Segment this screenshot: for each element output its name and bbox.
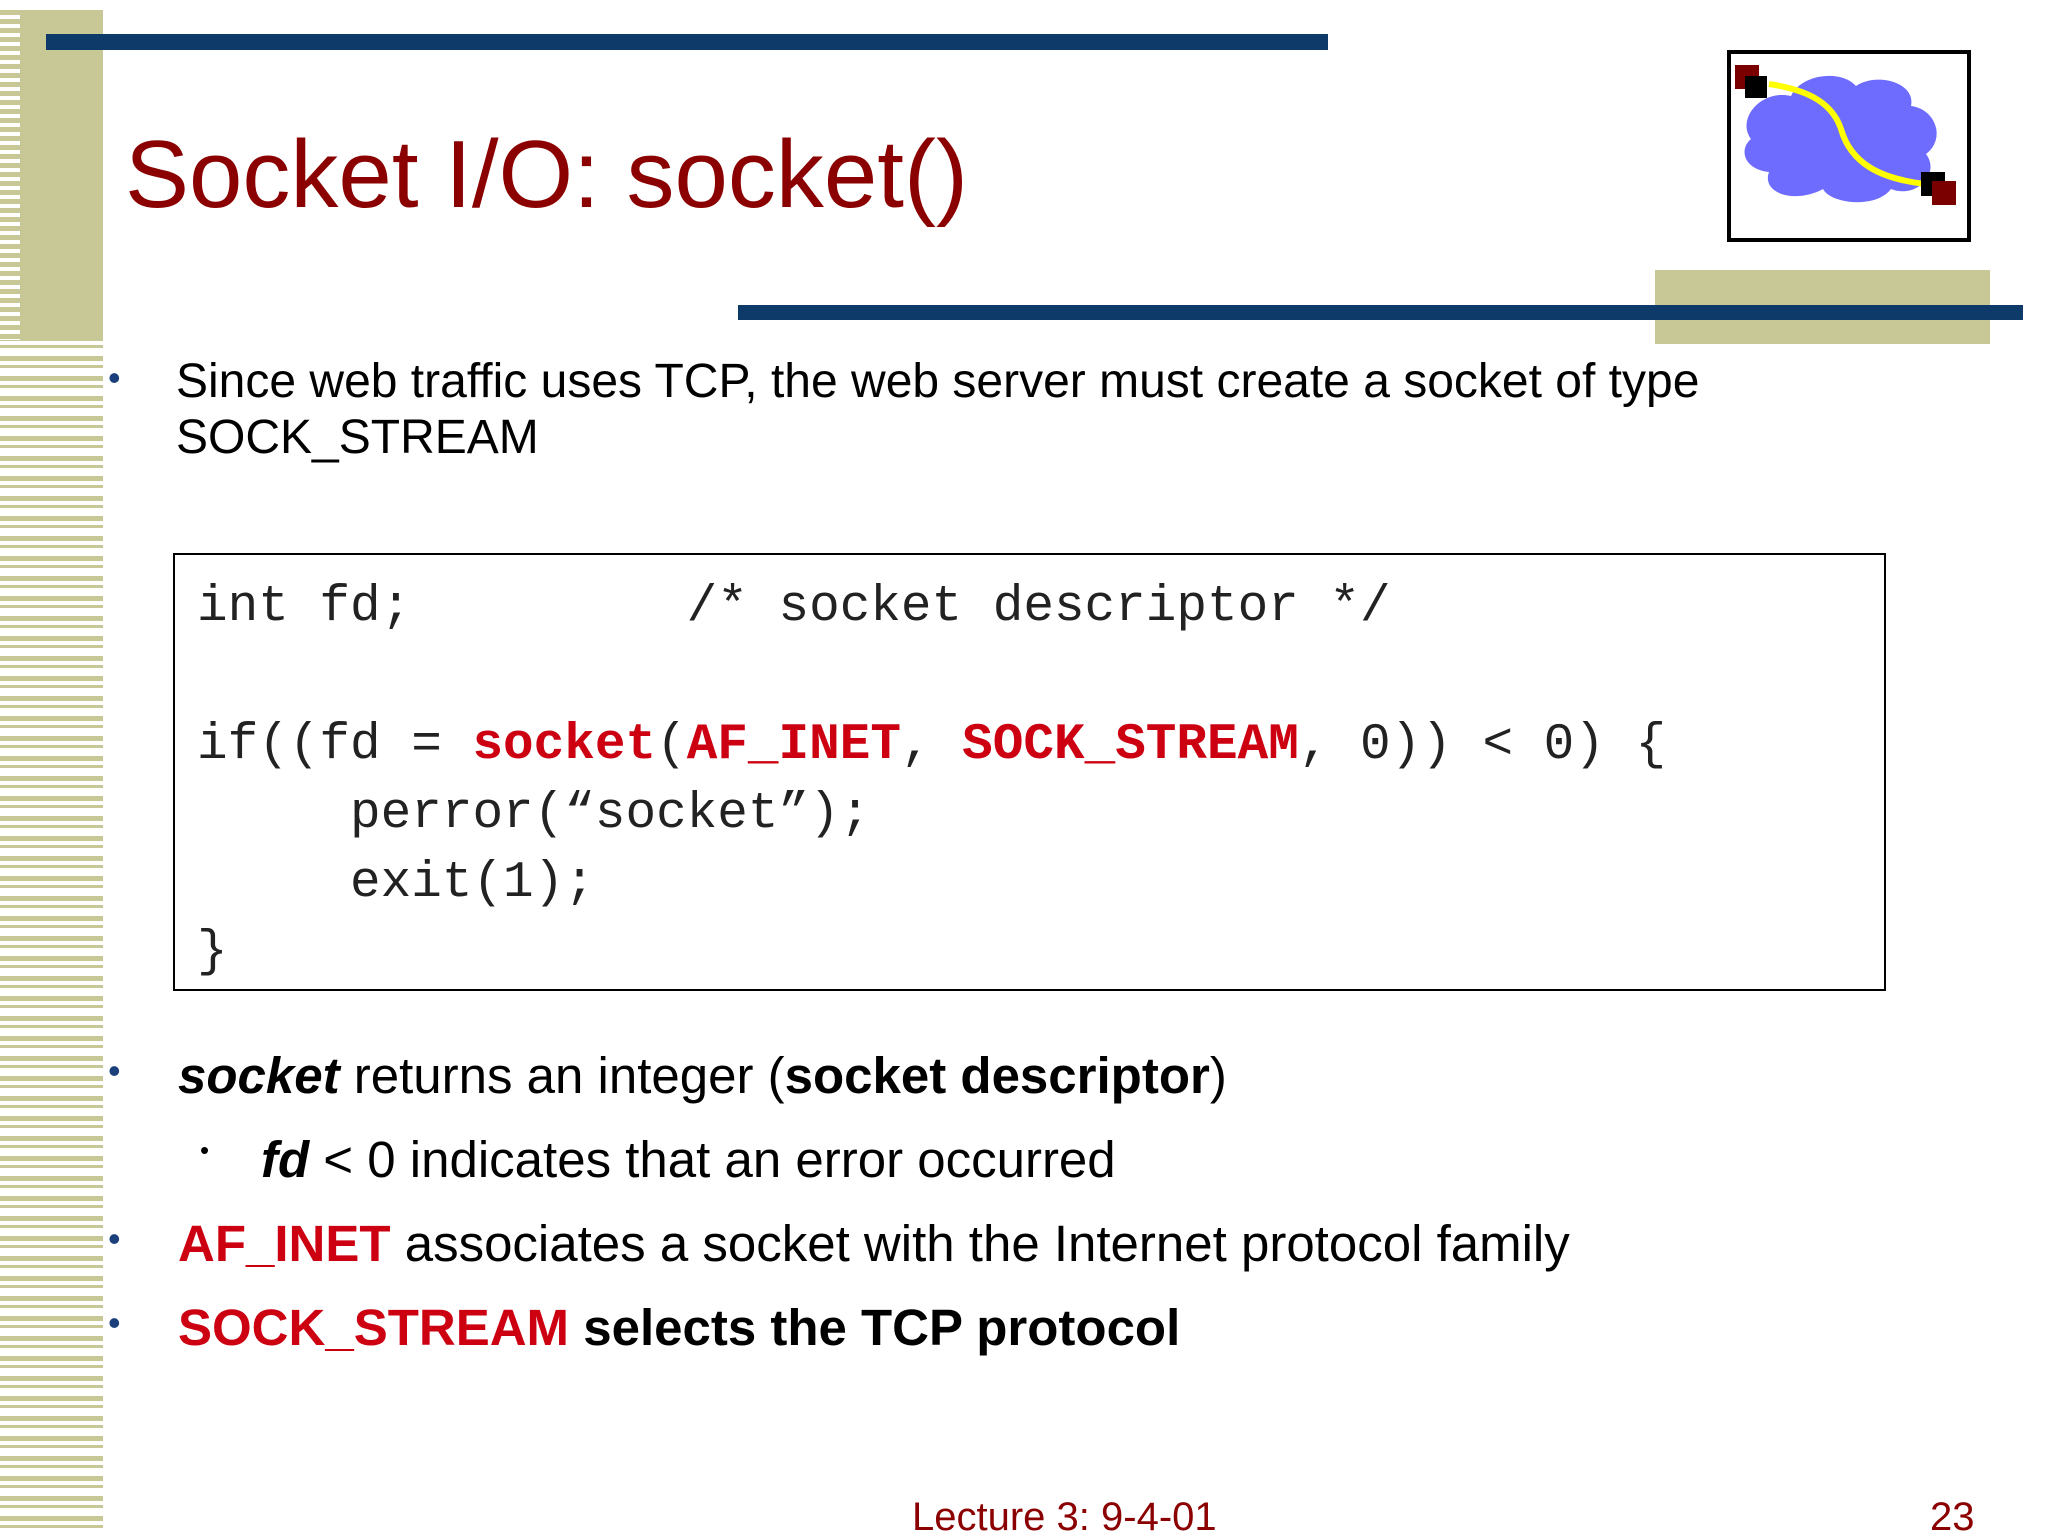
left-stripe-decoration-top	[0, 10, 20, 340]
slide-title: Socket I/O: socket()	[125, 121, 968, 228]
code-segment: , 0)) < 0) {	[1298, 717, 1667, 774]
code-line-5: exit(1);	[197, 855, 595, 912]
bullet-4-red: SOCK_STREAM	[178, 1299, 570, 1356]
left-khaki-block	[20, 10, 103, 340]
code-line-6: }	[197, 924, 228, 981]
code-keyword-sock-stream: SOCK_STREAM	[962, 717, 1299, 774]
bullet-dot: •	[108, 1050, 121, 1091]
code-segment: if((fd =	[197, 717, 473, 774]
top-navy-rule	[46, 34, 1328, 50]
network-cloud-icon	[1735, 65, 1956, 205]
code-text: int fd; /* socket descriptor */ if((fd =…	[197, 573, 1666, 987]
bullet-dot: •	[108, 357, 121, 398]
sub-bullet-dot: •	[200, 1135, 210, 1165]
code-segment: ,	[900, 717, 963, 774]
code-line-4: perror(“socket”);	[197, 786, 871, 843]
code-line-3: if((fd = socket(AF_INET, SOCK_STREAM, 0)…	[197, 717, 1666, 774]
code-keyword-socket: socket	[472, 717, 657, 774]
footer-page-number: 23	[1930, 1495, 1975, 1539]
bullet-2-strong: socket descriptor	[784, 1047, 1210, 1104]
bullet-dot: •	[108, 1302, 121, 1343]
code-keyword-af-inet: AF_INET	[686, 717, 901, 774]
bullet-4-rest: selects the TCP protocol	[569, 1299, 1181, 1356]
bullet-1-line-2: SOCK_STREAM	[176, 411, 539, 464]
middle-navy-rule	[738, 305, 2023, 320]
bullet-2-text: socket returns an integer (socket descri…	[178, 1048, 1227, 1104]
sub-bullet-emphasis: fd	[261, 1131, 310, 1188]
code-block: int fd; /* socket descriptor */ if((fd =…	[173, 553, 1886, 991]
bullet-3-red: AF_INET	[178, 1215, 391, 1272]
bullet-2-middle: returns an integer (	[339, 1047, 785, 1104]
sub-bullet-rest: < 0 indicates that an error occurred	[309, 1131, 1116, 1188]
bullet-1-text: Since web traffic uses TCP, the web serv…	[176, 354, 1876, 466]
left-stripe-decoration	[0, 336, 103, 1536]
bullet-1-line-1: Since web traffic uses TCP, the web serv…	[176, 355, 1700, 408]
footer-lecture-label: Lecture 3: 9-4-01	[912, 1495, 1217, 1539]
bullet-2-emphasis: socket	[178, 1047, 340, 1104]
bullet-dot: •	[108, 1218, 121, 1259]
code-segment: (	[656, 717, 687, 774]
bullet-2-end: )	[1209, 1047, 1227, 1104]
network-cloud-logo	[1727, 50, 1971, 242]
code-line-1: int fd; /* socket descriptor */	[197, 579, 1391, 636]
sub-bullet-text: fd < 0 indicates that an error occurred	[261, 1132, 1116, 1188]
bullet-4-text: SOCK_STREAM selects the TCP protocol	[178, 1300, 1180, 1356]
bullet-3-text: AF_INET associates a socket with the Int…	[178, 1216, 1570, 1272]
bullet-3-rest: associates a socket with the Internet pr…	[390, 1215, 1570, 1272]
